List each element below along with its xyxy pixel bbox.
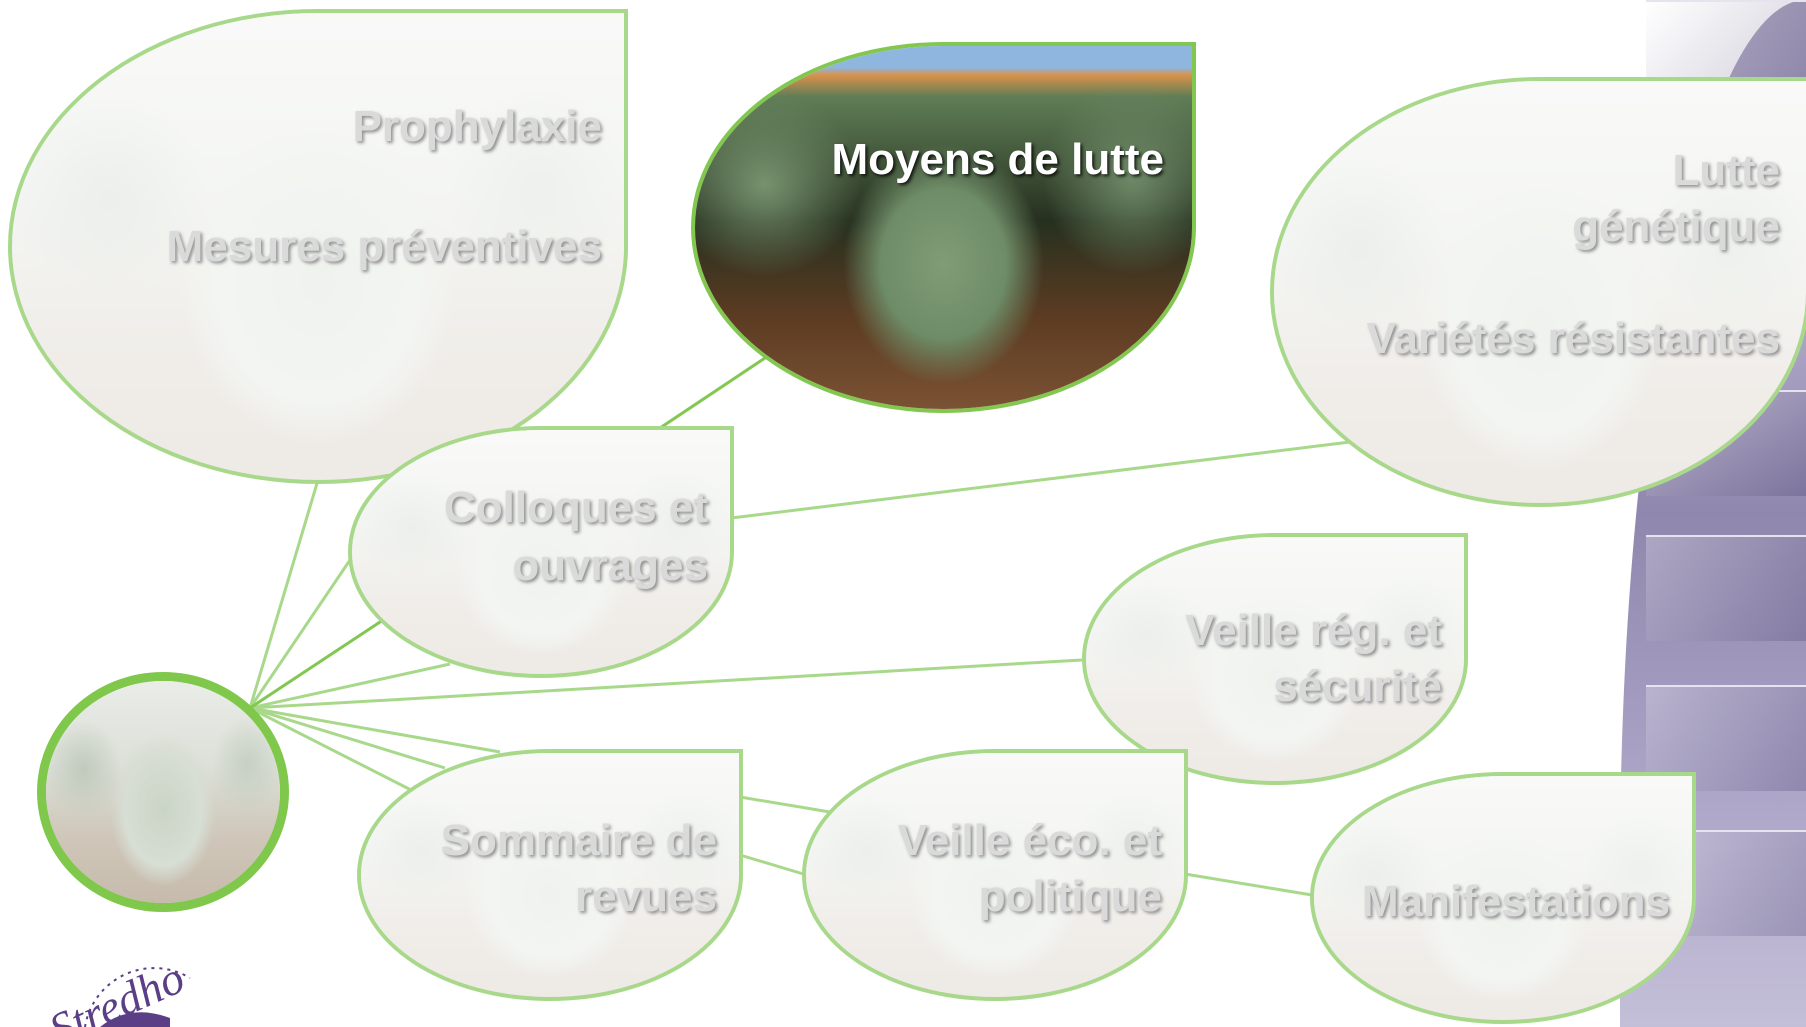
node-colloques[interactable]: Colloques et ouvrages [348, 426, 734, 678]
node-veille-reg-line1: Veille rég. et [1185, 606, 1442, 655]
node-moyens-de-lutte[interactable]: Moyens de lutte [691, 42, 1196, 413]
connector-sommaire-veille-eco-b [739, 853, 811, 878]
hub-home-node[interactable] [37, 672, 289, 912]
node-sommaire[interactable]: Sommaire de revues [357, 749, 743, 1001]
node-moyens-title: Moyens de lutte [831, 135, 1165, 184]
node-colloques-line1: Colloques et [443, 483, 708, 532]
node-veille-eco-line2: politique [978, 872, 1162, 921]
artemisia-shrub-photo [46, 681, 280, 903]
node-veille-eco-line1: Veille éco. et [897, 816, 1162, 865]
node-sommaire-line1: Sommaire de [440, 816, 717, 865]
node-manifestations-title: Manifestations [1361, 877, 1670, 926]
logo-mark [100, 1012, 170, 1027]
node-veille-reg[interactable]: Veille rég. et sécurité [1082, 533, 1468, 785]
logo-text: Stredho [42, 951, 192, 1027]
connector-genetique [714, 440, 1351, 522]
node-lutte-genetique[interactable]: Lutte génétique Variétés résistantes [1270, 77, 1806, 507]
node-genetique-title-line2: génétique [1572, 202, 1780, 251]
node-genetique-subtitle: Variétés résistantes [1366, 314, 1780, 363]
node-sommaire-line2: revues [575, 872, 717, 921]
node-manifestations[interactable]: Manifestations [1310, 772, 1696, 1024]
logo-orbit [84, 967, 191, 1027]
artemisia-shrub-photo [695, 46, 1192, 409]
stredho-logo[interactable]: Stredho [30, 948, 210, 1027]
connector-prophylaxie [248, 479, 320, 709]
strip-photo-tile [1646, 535, 1806, 641]
node-veille-eco[interactable]: Veille éco. et politique [802, 749, 1188, 1001]
node-genetique-title-line1: Lutte [1672, 146, 1780, 195]
node-prophylaxie-subtitle: Mesures préventives [166, 222, 602, 271]
connector-sommaire-a [249, 706, 501, 754]
node-colloques-line2: ouvrages [512, 541, 708, 590]
connector-veille-eco-manifestations [1184, 872, 1313, 897]
node-prophylaxie-title: Prophylaxie [352, 102, 602, 151]
node-prophylaxie[interactable]: Prophylaxie Mesures préventives [8, 9, 628, 484]
node-veille-reg-line2: sécurité [1273, 662, 1442, 711]
